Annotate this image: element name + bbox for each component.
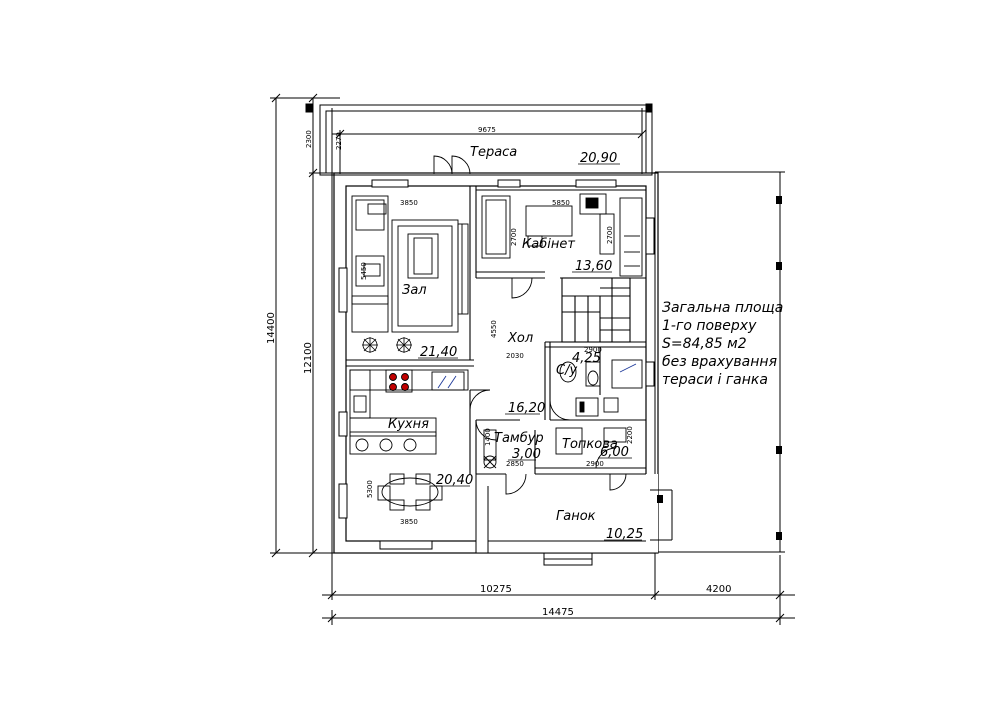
room-labels: Тераса 20,90 Кабінет 13,60 Зал 21,40 Хол… <box>388 145 643 542</box>
terrace-name: Тераса <box>470 145 517 160</box>
porch-name: Ганок <box>556 509 596 524</box>
kitchen-area: 20,40 <box>436 473 473 488</box>
doors <box>433 155 627 495</box>
hall-area: 16,20 <box>508 401 545 416</box>
kitchen-furniture <box>349 369 469 511</box>
interior-walls <box>346 186 646 475</box>
area-note: Загальна площа 1-го поверху S=84,85 м2 б… <box>662 300 783 388</box>
dim-bottom-house: 10275 <box>480 584 512 595</box>
note-line-3: S=84,85 м2 <box>662 336 747 352</box>
dim-boiler-depth: 2200 <box>626 426 634 444</box>
dim-office-depth-left: 2700 <box>510 228 518 246</box>
office-name: Кабінет <box>522 237 575 252</box>
dim-total-height: 14400 <box>266 312 277 344</box>
dim-terrace-depth: 2270 <box>335 132 343 150</box>
vestibule-area: 3,00 <box>512 447 541 462</box>
bathroom-fixtures <box>483 359 643 469</box>
dim-house-height: 12100 <box>303 342 314 374</box>
dim-vestibule-width: 2850 <box>506 460 524 468</box>
living-furniture <box>351 195 469 353</box>
boiler-area: 6,00 <box>600 445 629 460</box>
dim-terrace-width: 9675 <box>478 126 496 134</box>
living-name: Зал <box>402 283 427 298</box>
dim-living-width: 3850 <box>400 199 418 207</box>
note-line-2: 1-го поверху <box>662 318 757 334</box>
note-line-1: Загальна площа <box>662 300 783 316</box>
hall-name: Хол <box>507 331 533 346</box>
wc-area: 4,25 <box>572 351 601 366</box>
dim-wc-width: 2900 <box>584 346 602 354</box>
dim-bottom-total: 14475 <box>542 607 574 618</box>
dim-top-left-depth: 2300 <box>305 130 313 148</box>
living-area: 21,40 <box>420 345 457 360</box>
dim-kitchen-width: 3850 <box>400 518 418 526</box>
dim-bottom-porch: 4200 <box>706 584 731 595</box>
office-area: 13,60 <box>575 259 612 274</box>
dim-boiler-width: 2900 <box>586 460 604 468</box>
porch-area: 10,25 <box>606 527 643 542</box>
note-line-5: тераси і ганка <box>662 372 768 388</box>
boiler-name: Топкова <box>562 437 618 452</box>
dim-hall-depth: 4550 <box>490 320 498 338</box>
kitchen-name: Кухня <box>388 417 429 432</box>
dim-office-width: 5850 <box>552 199 570 207</box>
wc-name: С/у <box>556 363 577 378</box>
dimension-lines <box>270 93 795 625</box>
vestibule-name: Тамбур <box>494 431 544 446</box>
dim-kitchen-depth: 5300 <box>366 480 374 498</box>
note-line-4: без врахування <box>662 354 777 370</box>
terrace-area: 20,90 <box>580 151 617 166</box>
dim-living-depth: 5450 <box>360 262 368 280</box>
dim-office-depth-right: 2700 <box>606 226 614 244</box>
windows <box>338 179 655 550</box>
office-furniture <box>481 193 643 277</box>
dim-hall-width: 2030 <box>506 352 524 360</box>
columns <box>657 196 782 540</box>
dim-vestibule-depth: 1400 <box>484 428 492 446</box>
dimension-labels: 9675 2270 2300 14400 12100 3850 5450 585… <box>266 126 731 618</box>
